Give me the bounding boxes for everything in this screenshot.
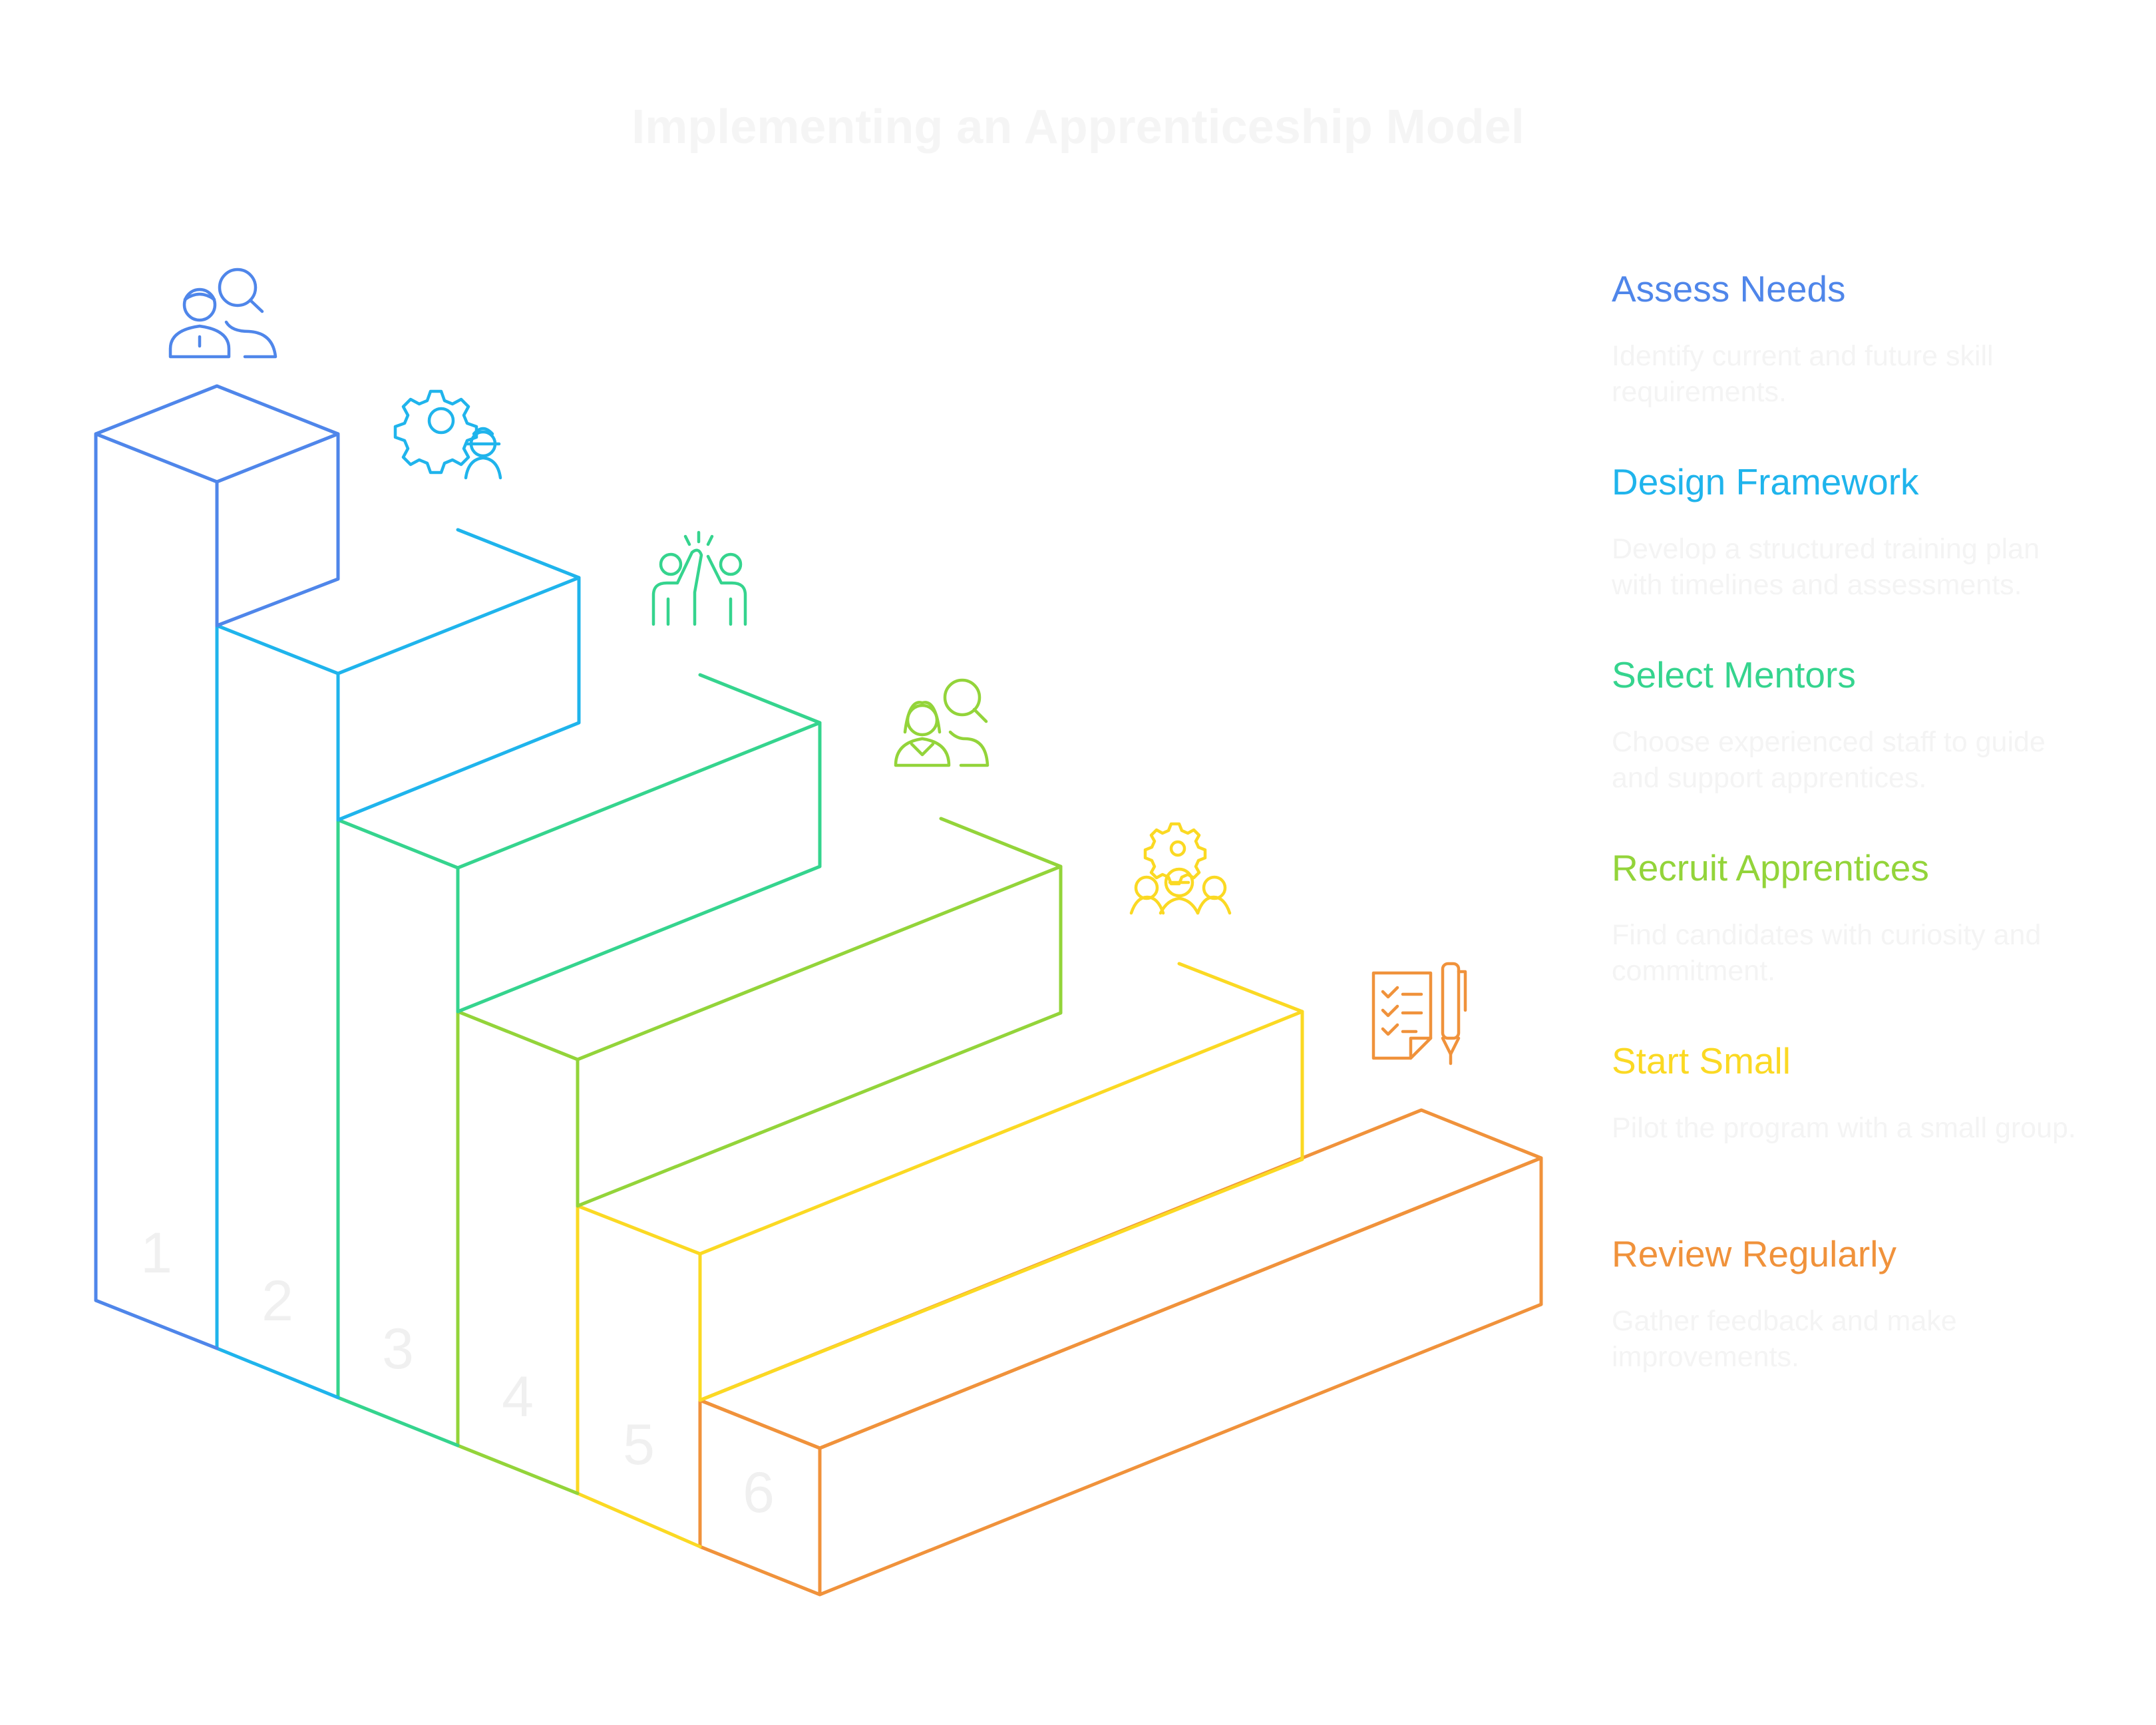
step-4-label: Recruit Apprentices bbox=[1612, 847, 1929, 888]
recruit-search-icon bbox=[894, 678, 989, 767]
step-number-5: 5 bbox=[623, 1413, 655, 1477]
step-number-6: 6 bbox=[743, 1461, 775, 1525]
gear-worker-icon bbox=[393, 389, 502, 480]
team-gear-icon bbox=[1129, 822, 1232, 915]
step-3-label: Select Mentors bbox=[1612, 654, 1856, 695]
step-5-description: Pilot the program with a small group. bbox=[1612, 1112, 2076, 1144]
step-1-block bbox=[94, 384, 340, 1350]
step-5-label: Start Small bbox=[1612, 1040, 1791, 1081]
step-6-label: Review Regularly bbox=[1612, 1233, 1896, 1274]
step-1-label: Assess Needs bbox=[1612, 268, 1846, 309]
step-4-description: Find candidates with curiosity and commi… bbox=[1612, 919, 2042, 987]
step-6-block bbox=[698, 1108, 1543, 1597]
step-number-3: 3 bbox=[382, 1317, 414, 1381]
step-number-2: 2 bbox=[262, 1269, 293, 1333]
step-number-1: 1 bbox=[140, 1221, 172, 1285]
people-search-icon bbox=[168, 268, 277, 359]
step-2-description: Develop a structured training plan with … bbox=[1612, 533, 2040, 601]
step-1-description: Identify current and future skill requir… bbox=[1612, 340, 1994, 408]
step-number-4: 4 bbox=[502, 1365, 534, 1429]
diagram-title: Implementing an Apprenticeship Model bbox=[631, 100, 1525, 154]
step-4-block bbox=[456, 817, 1063, 1495]
step-2-block bbox=[215, 528, 581, 1400]
step-5-block bbox=[576, 962, 1304, 1549]
step-6-description: Gather feedback and make improvements. bbox=[1612, 1305, 1957, 1373]
step-2-label: Design Framework bbox=[1612, 461, 1919, 502]
step-3-description: Choose experienced staff to guide and su… bbox=[1612, 726, 2046, 794]
checklist-pen-icon bbox=[1371, 962, 1467, 1065]
high-five-icon bbox=[651, 530, 747, 626]
